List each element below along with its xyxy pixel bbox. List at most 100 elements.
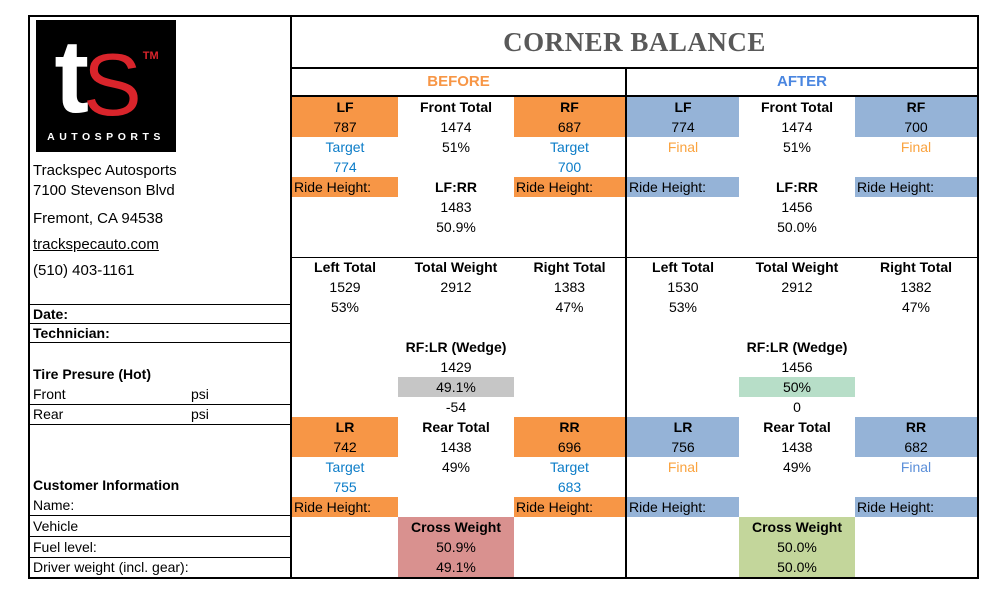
before-right-percent: 47% — [555, 299, 584, 315]
driver-weight-field: Driver weight (incl. gear): — [30, 557, 290, 577]
tire-front-unit: psi — [191, 386, 209, 402]
after-rf-ride-height-field: Ride Height: — [855, 177, 977, 197]
section-header-band: BEFORE AFTER — [292, 69, 977, 97]
before-rf-header: RF — [514, 97, 625, 117]
after-wedge-percent: 50% — [739, 377, 855, 397]
before-rr-header: RR — [514, 417, 625, 437]
page-title: CORNER BALANCE — [292, 17, 977, 69]
after-total-weight-value: 2912 — [781, 279, 813, 295]
before-rf-weight: 687 — [514, 117, 625, 137]
after-rf-header: RF — [855, 97, 977, 117]
tire-front-label: Front — [33, 386, 66, 402]
tire-rear-unit: psi — [191, 406, 209, 422]
after-right-total-label: Right Total — [879, 259, 953, 275]
before-front-percent: 51% — [441, 139, 471, 155]
company-address-line1: 7100 Stevenson Blvd — [33, 182, 175, 199]
after-front-total-label: Front Total — [760, 99, 834, 115]
before-rear-percent: 49% — [441, 459, 471, 475]
vehicle-field: Vehicle — [30, 515, 290, 536]
before-rr-weight: 696 — [514, 437, 625, 457]
after-cross-weight-rear-pct: 50.0% — [739, 557, 855, 577]
before-front-total-value: 1474 — [440, 119, 472, 135]
before-rr-target-value: 683 — [557, 479, 582, 495]
after-right-percent: 47% — [901, 299, 931, 315]
after-front-total-value: 1474 — [781, 119, 813, 135]
before-wedge-percent: 49.1% — [398, 377, 514, 397]
before-total-weight-label: Total Weight — [414, 259, 498, 275]
after-rear-total-value: 1438 — [781, 439, 813, 455]
before-lr-ride-height-field: Ride Height: — [292, 497, 398, 517]
before-rr-target-label: Target — [550, 459, 589, 475]
after-lfrr-percent: 50.0% — [777, 219, 817, 235]
before-front-total-label: Front Total — [419, 99, 493, 115]
before-left-total-label: Left Total — [314, 259, 376, 275]
after-lr-final-label: Final — [667, 459, 699, 475]
logo-letter-s: S — [83, 35, 142, 135]
before-cross-weight-front-pct: 50.9% — [398, 537, 514, 557]
after-left-total-value: 1530 — [667, 279, 699, 295]
after-rf-final-label: Final — [900, 139, 932, 155]
sidebar-spacer — [30, 281, 290, 304]
before-lf-target-value: 774 — [333, 159, 357, 175]
date-field: Date: — [30, 304, 290, 323]
fuel-level-field: Fuel level: — [30, 536, 290, 557]
before-lr-weight: 742 — [292, 437, 398, 457]
customer-info-label: Customer Information — [33, 477, 180, 493]
after-wedge-label: RF:LR (Wedge) — [746, 339, 848, 355]
before-section: LF 787 Target 774 Front Total 1474 51% R… — [292, 97, 627, 577]
after-lf-final-label: Final — [667, 139, 699, 155]
logo-letter-t: t — [54, 18, 89, 135]
after-section: LF 774 Final Front Total 1474 51% RF 700… — [627, 97, 977, 577]
before-left-percent: 53% — [330, 299, 360, 315]
before-rf-ride-height-field: Ride Height: — [514, 177, 625, 197]
after-left-percent: 53% — [668, 299, 698, 315]
after-rear-total-label: Rear Total — [763, 419, 831, 435]
before-lfrr-percent: 50.9% — [436, 219, 476, 235]
after-cross-weight-front-pct: 50.0% — [739, 537, 855, 557]
after-lr-weight: 756 — [627, 437, 739, 457]
company-website-link[interactable]: trackspecauto.com — [33, 236, 159, 253]
after-total-weight-label: Total Weight — [755, 259, 839, 275]
after-rf-weight: 700 — [855, 117, 977, 137]
after-lf-weight: 774 — [627, 117, 739, 137]
after-wedge-delta: 0 — [793, 399, 801, 415]
company-address-line2: Fremont, CA 94538 — [33, 210, 164, 227]
after-rr-ride-height-field: Ride Height: — [855, 497, 977, 517]
trademark-symbol: TM — [142, 50, 159, 62]
tire-rear-field: Rear psi — [30, 404, 290, 424]
after-lfrr-value: 1456 — [781, 199, 813, 215]
after-lfrr-label: LF:RR — [776, 179, 818, 195]
before-wedge-value: 1429 — [440, 359, 472, 375]
after-front-percent: 51% — [782, 139, 812, 155]
customer-info-box: Customer Information Name: — [30, 424, 290, 515]
after-rear-percent: 49% — [782, 459, 812, 475]
after-wedge-value: 1456 — [781, 359, 813, 375]
before-lfrr-value: 1483 — [440, 199, 472, 215]
after-rr-header: RR — [855, 417, 977, 437]
before-lf-target-label: Target — [325, 139, 365, 155]
after-lr-ride-height-field: Ride Height: — [627, 497, 739, 517]
before-lr-target-label: Target — [325, 459, 365, 475]
before-rear-total-value: 1438 — [440, 439, 472, 455]
before-rear-total-label: Rear Total — [422, 419, 490, 435]
customer-name-label: Name: — [33, 497, 75, 513]
after-lf-header: LF — [627, 97, 739, 117]
tire-rear-label: Rear — [33, 406, 64, 422]
before-lf-ride-height-field: Ride Height: — [292, 177, 398, 197]
weights-grid: LF 787 Target 774 Front Total 1474 51% R… — [292, 97, 977, 577]
tire-pressure-label: Tire Presure (Hot) — [33, 366, 151, 382]
tire-pressure-box: Tire Presure (Hot) Front psi — [30, 342, 290, 404]
after-lf-ride-height-field: Ride Height: — [627, 177, 739, 197]
before-right-total-value: 1383 — [553, 279, 586, 295]
before-wedge-delta: -54 — [445, 399, 467, 415]
before-lfrr-label: LF:RR — [435, 179, 477, 195]
after-rr-final-label: Final — [900, 459, 932, 475]
before-lr-target-value: 755 — [333, 479, 357, 495]
before-lf-weight: 787 — [292, 117, 398, 137]
tire-front-field: Front psi — [30, 384, 290, 404]
